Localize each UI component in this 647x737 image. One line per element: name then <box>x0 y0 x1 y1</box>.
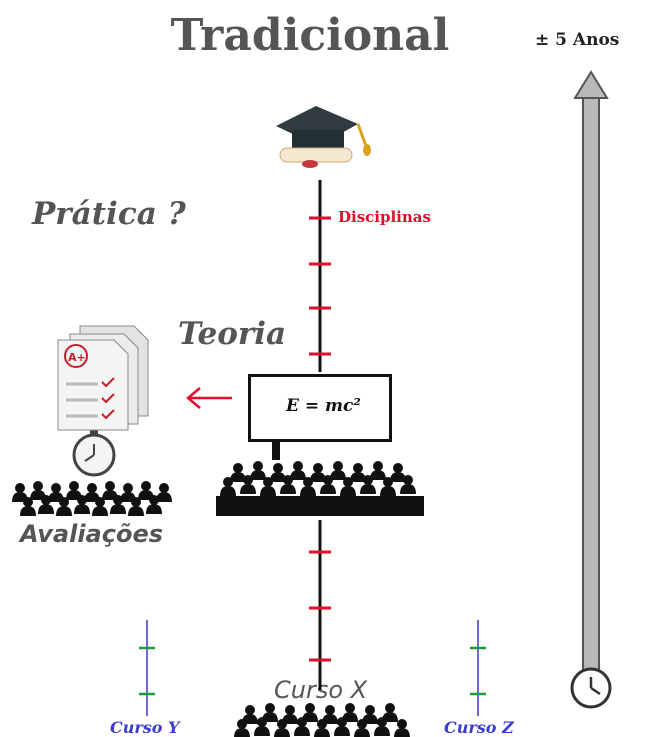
blackboard <box>248 374 392 442</box>
curso-z-label: Curso Z <box>444 718 514 737</box>
exam-papers-icon: A+ <box>57 325 149 431</box>
disciplinas-label: Disciplinas <box>338 208 431 226</box>
discipline-ticks <box>309 216 331 662</box>
diagram-title: Tradicional <box>170 10 450 61</box>
clock-icon <box>72 429 116 477</box>
timeline-arrow-icon <box>573 70 609 675</box>
audience-icon <box>220 461 416 496</box>
audience-icon <box>234 703 410 737</box>
graduation-cap-icon <box>276 106 371 168</box>
stage-platform <box>216 496 424 516</box>
audience-icon <box>12 481 172 516</box>
duration-label: ± 5 Anos <box>535 30 620 50</box>
arrow-left-icon <box>186 387 232 409</box>
formula-text: E = mc² <box>286 396 361 416</box>
clock-icon <box>570 667 612 709</box>
svg-text:A+: A+ <box>68 351 86 364</box>
curso-y-label: Curso Y <box>110 718 180 737</box>
avaliacoes-label: Avaliações <box>20 520 164 548</box>
pratica-label: Prática ? <box>32 196 186 232</box>
teoria-label: Teoria <box>178 316 287 352</box>
